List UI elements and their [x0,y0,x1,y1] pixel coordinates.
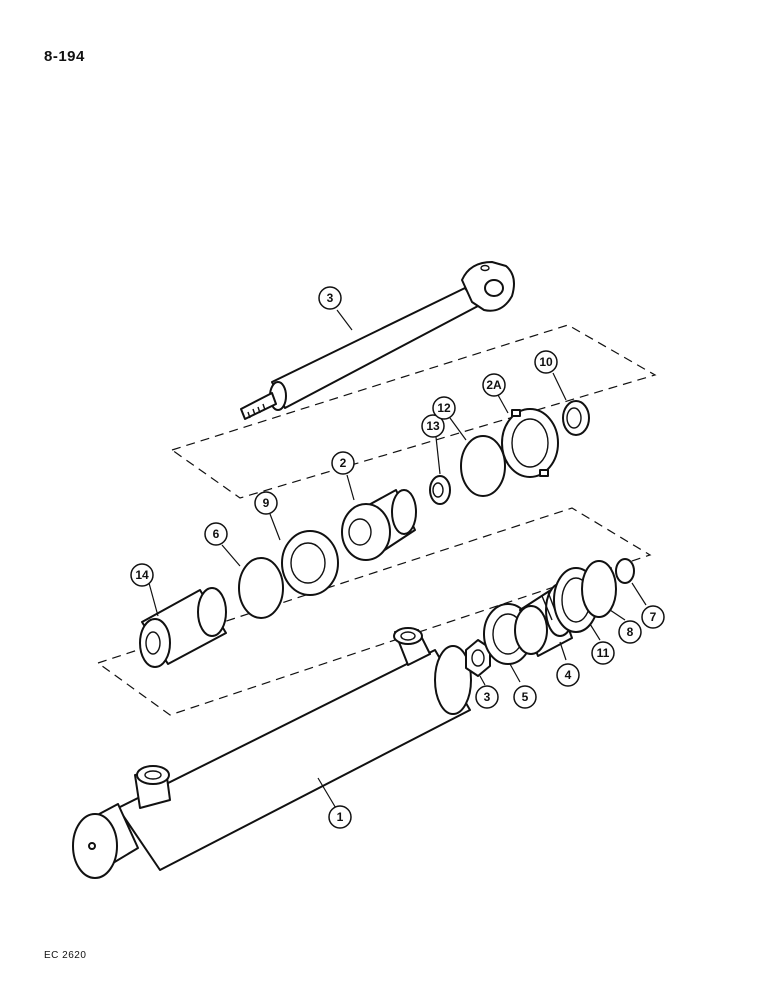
callout-label: 7 [650,610,657,624]
callout-14: 14 [130,563,154,587]
callout-label: 6 [213,527,220,541]
callout-6: 6 [204,522,228,546]
callout-label: 2 [340,456,347,470]
callout-12: 12 [432,396,456,420]
dashed-assembly-box-lower [96,507,652,716]
callout-5: 5 [513,685,537,709]
callout-9: 9 [254,491,278,515]
piston-rod [240,261,515,420]
ring-2a [501,408,559,478]
leader-lines [148,309,647,811]
gland [341,489,417,561]
ring-13 [429,475,451,505]
ring-10 [562,400,590,436]
nut [465,639,491,677]
callout-label: 13 [426,419,440,433]
callout-13: 13 [421,414,445,438]
callout-1: 1 [328,805,352,829]
callout-label: 9 [263,496,270,510]
ring-12 [460,435,506,497]
callout-7: 7 [641,605,665,629]
callout-label: 3 [484,690,491,704]
callout-2a: 2A [482,373,506,397]
callout-label: 5 [522,690,529,704]
ring-6 [238,557,284,619]
callout-4: 4 [556,663,580,687]
callout-11: 11 [591,641,615,665]
callout-8: 8 [618,620,642,644]
callout-label: 3 [327,291,334,305]
callout-10: 10 [534,350,558,374]
callout-label: 1 [337,810,344,824]
ring-8 [581,560,617,618]
callout-3-nut: 3 [475,685,499,709]
callout-label: 10 [539,355,553,369]
callout-label: 14 [135,568,149,582]
spacer-14 [139,587,227,668]
figure-code: EC 2620 [44,950,87,961]
dashed-assembly-box-upper [170,324,657,499]
callout-label: 2A [486,378,502,392]
cylinder-barrel [72,627,472,879]
callout-3-rod: 3 [318,286,342,310]
ring-9 [281,530,339,596]
callout-label: 8 [627,625,634,639]
callout-label: 11 [597,646,610,660]
page-number: 8-194 [44,48,85,65]
callout-label: 12 [437,401,451,415]
ring-7 [615,558,635,584]
callout-label: 4 [565,668,572,682]
callout-2: 2 [331,451,355,475]
